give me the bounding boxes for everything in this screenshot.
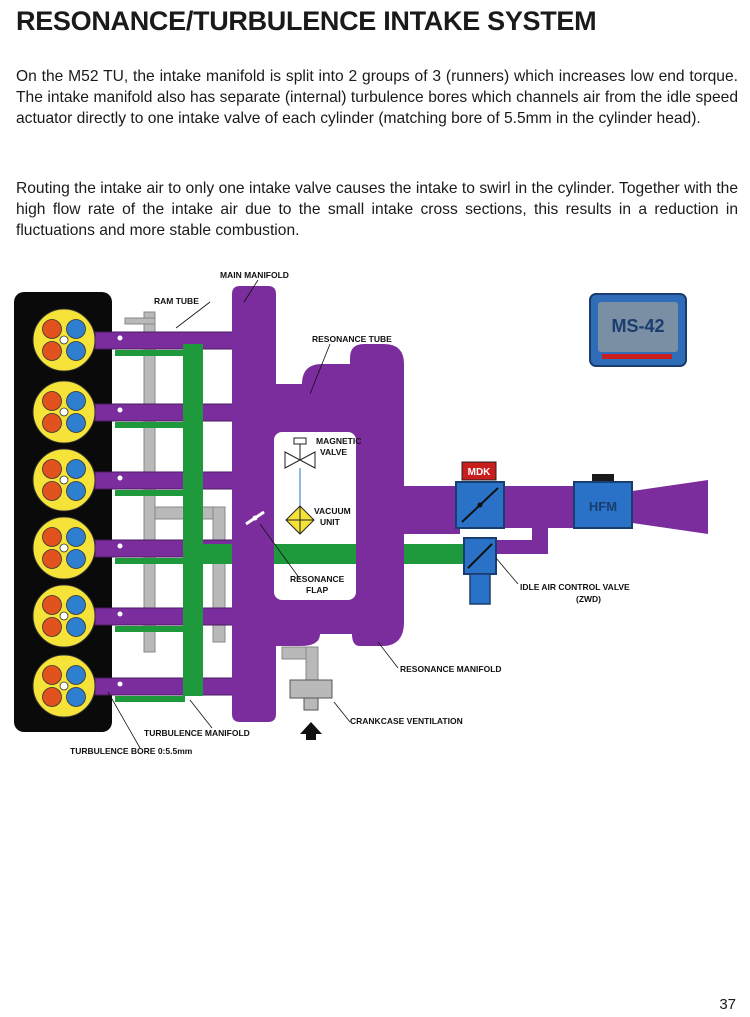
- magnetic-valve: [284, 437, 316, 469]
- label-idle-valve-2: (ZWD): [576, 594, 601, 604]
- vacuum-unit: [285, 505, 315, 535]
- cylinder-4: [32, 516, 123, 580]
- label-main-manifold: MAIN MANIFOLD: [220, 270, 289, 280]
- page-title: RESONANCE/TURBULENCE INTAKE SYSTEM: [16, 6, 597, 36]
- crankcase-arrow-icon: [300, 722, 322, 740]
- ms42-text: MS-42: [611, 316, 664, 336]
- cylinder-1: [32, 308, 123, 372]
- page-number: 37: [719, 996, 736, 1013]
- crankcase-ventilation: [289, 679, 333, 740]
- label-resonance-flap-2: FLAP: [306, 585, 329, 595]
- label-idle-valve-1: IDLE AIR CONTROL VALVE: [520, 582, 630, 592]
- cylinders: [32, 308, 123, 718]
- cylinder-5: [32, 584, 123, 648]
- hfm-sensor: HFM: [573, 474, 633, 529]
- label-turbulence-bore: TURBULENCE BORE 0:5.5mm: [70, 746, 193, 756]
- idle-air-control-valve: [463, 537, 497, 605]
- hfm-text: HFM: [589, 499, 617, 514]
- intake-system-diagram: MS-42 MDK HFM MAIN: [14, 270, 708, 756]
- mdk-text: MDK: [468, 467, 492, 478]
- label-turbulence-manifold: TURBULENCE MANIFOLD: [144, 728, 250, 738]
- intake-runners: [94, 331, 241, 696]
- label-resonance-tube: RESONANCE TUBE: [312, 334, 392, 344]
- cylinder-3: [32, 448, 123, 512]
- ms42-ecu: MS-42: [589, 293, 687, 367]
- label-vacuum-unit-1: VACUUM: [314, 506, 351, 516]
- label-magnetic-valve-1: MAGNETIC: [316, 436, 361, 446]
- intro-paragraph: On the M52 TU, the intake manifold is sp…: [16, 68, 738, 127]
- label-resonance-flap-1: RESONANCE: [290, 574, 345, 584]
- routing-paragraph: Routing the intake air to only one intak…: [16, 180, 738, 239]
- label-ram-tube: RAM TUBE: [154, 296, 199, 306]
- cylinder-2: [32, 380, 123, 444]
- label-vacuum-unit-2: UNIT: [320, 517, 341, 527]
- label-resonance-manifold: RESONANCE MANIFOLD: [400, 664, 502, 674]
- leader-lines: [107, 279, 519, 749]
- diagram-labels: MAIN MANIFOLD RAM TUBE RESONANCE TUBE MA…: [70, 270, 630, 756]
- label-crankcase-ventilation: CRANKCASE VENTILATION: [350, 716, 463, 726]
- label-magnetic-valve-2: VALVE: [320, 447, 347, 457]
- mdk-throttle: MDK: [455, 461, 505, 529]
- cylinder-6: [32, 654, 123, 718]
